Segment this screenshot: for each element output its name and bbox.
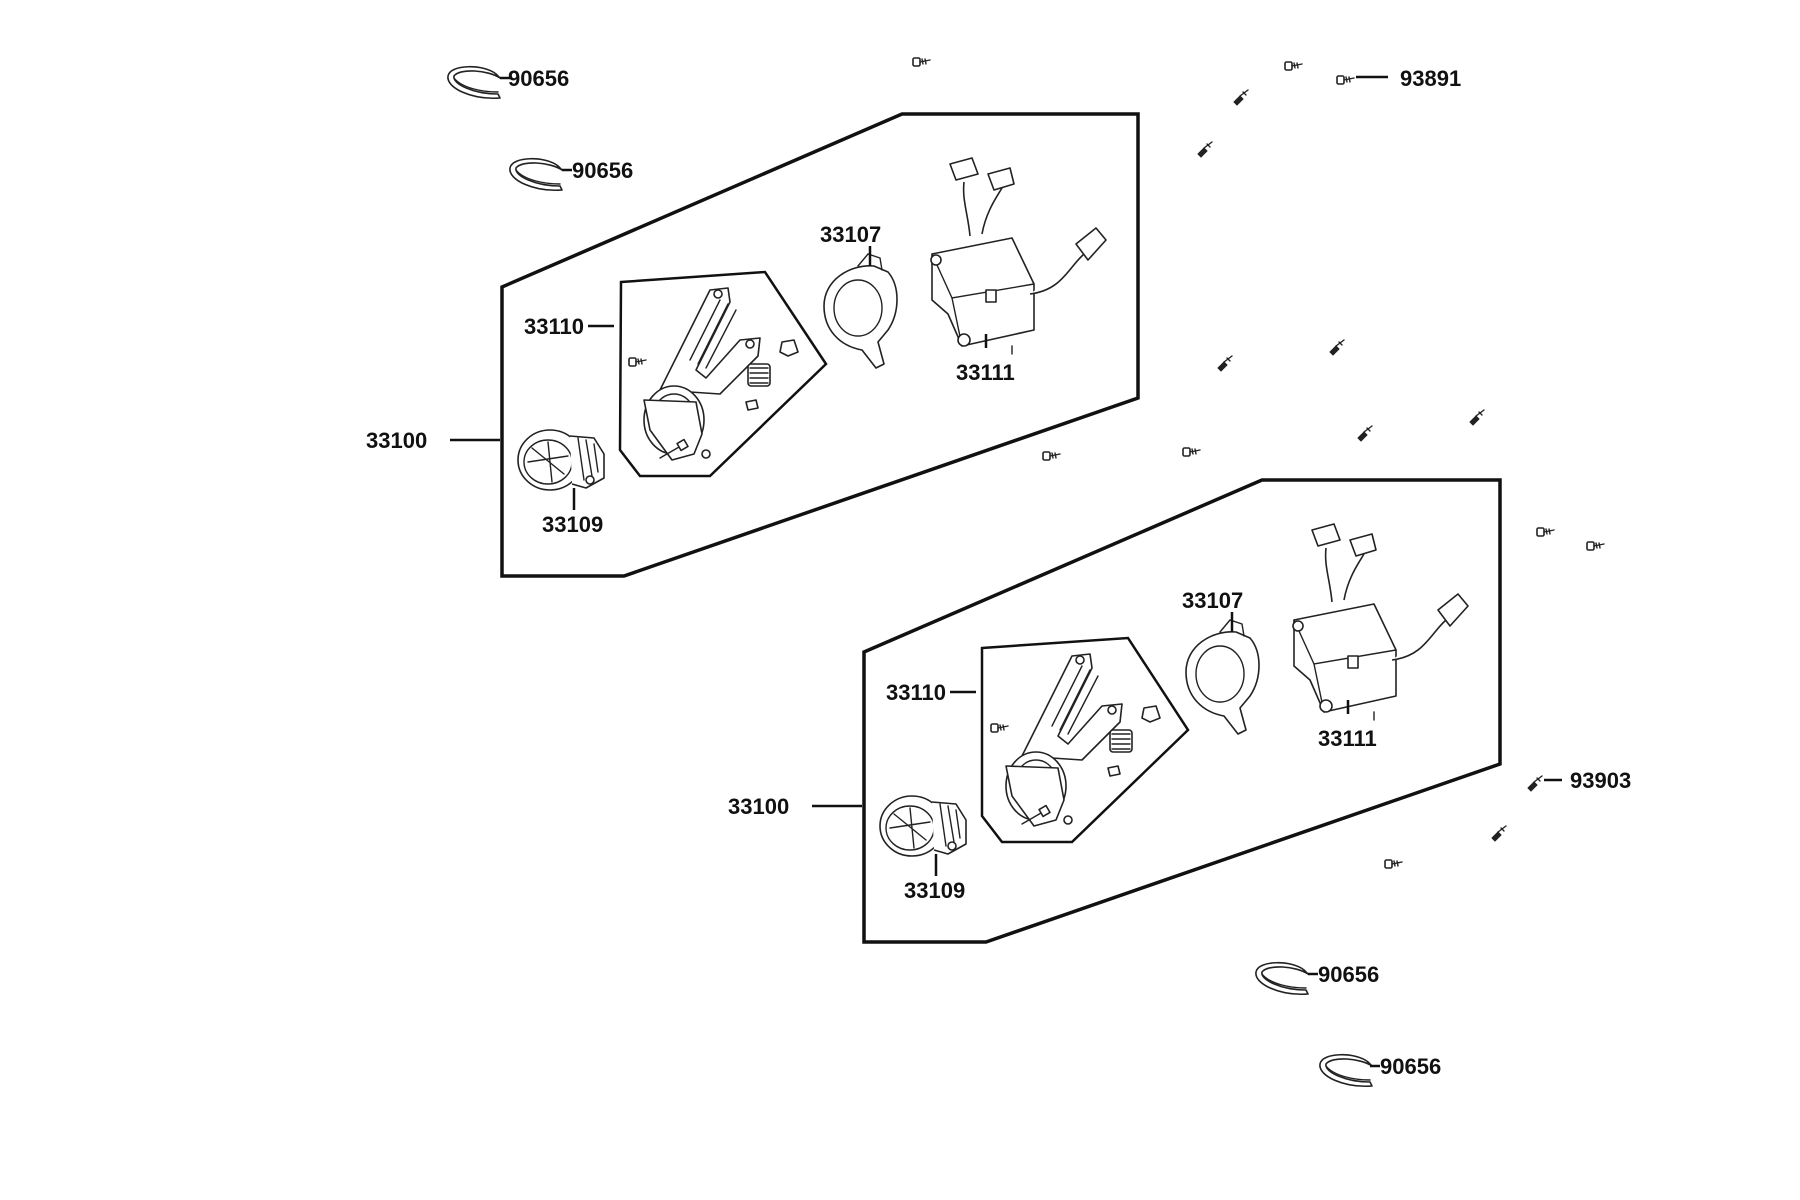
- label-clip-top-1: 90656: [508, 66, 569, 91]
- screw: [1042, 451, 1061, 461]
- label-ballast-bottom: 33111: [1318, 726, 1377, 751]
- clip-bottom-2: [1319, 1053, 1373, 1088]
- screw: [1536, 527, 1555, 537]
- bottom-ballast: [1292, 523, 1469, 721]
- top-mounting-bracket: [643, 287, 761, 461]
- screws: 93891 93903: [912, 57, 1631, 869]
- clip-top-1: [447, 65, 501, 100]
- label-screw-bottom: 93903: [1570, 768, 1631, 793]
- clip-bottom-1: [1255, 961, 1309, 996]
- label-assembly-top: 33100: [366, 428, 427, 453]
- screw: [1284, 61, 1303, 71]
- bottom-assembly-outline: [862, 478, 1502, 944]
- label-bracket-bottom: 33110: [886, 680, 946, 705]
- tapping-screw: [1329, 339, 1345, 356]
- tapping-screw: [1469, 409, 1485, 426]
- label-gasket-top: 33107: [820, 222, 881, 247]
- top-assembly-outline: [500, 112, 1140, 578]
- label-screw-top: 93891: [1400, 66, 1461, 91]
- bottom-assembly: 33100 33110 33107 33111 33109: [728, 478, 1502, 944]
- bottom-gasket: [1185, 619, 1260, 735]
- top-bracket-screw: [628, 357, 647, 367]
- tapping-screw: [1357, 425, 1373, 442]
- label-assembly-bottom: 33100: [728, 794, 789, 819]
- top-ballast: [930, 157, 1107, 355]
- tapping-screw: [1491, 825, 1507, 842]
- bottom-bracket-subgroup-outline: [980, 636, 1190, 844]
- label-clip-bottom-2: 90656: [1380, 1054, 1441, 1079]
- top-assembly: 33100 33110 33107 33111 33109: [366, 112, 1140, 578]
- bottom-fog-lamp: [879, 795, 967, 857]
- screw-93891: [1336, 75, 1355, 85]
- bottom-mounting-bracket: [1005, 653, 1123, 827]
- label-ballast-top: 33111: [956, 360, 1015, 385]
- label-clip-top-2: 90656: [572, 158, 633, 183]
- label-gasket-bottom: 33107: [1182, 588, 1243, 613]
- label-lamp-top: 33109: [542, 512, 603, 537]
- screw: [1384, 859, 1403, 869]
- top-gasket: [823, 253, 898, 369]
- tapping-screw: [1233, 89, 1249, 106]
- tapping-screw: [1217, 355, 1233, 372]
- top-fog-lamp: [517, 429, 605, 491]
- label-bracket-top: 33110: [524, 314, 584, 339]
- tapping-screw-93903: [1527, 775, 1543, 792]
- tapping-screw: [1197, 141, 1213, 158]
- label-clip-bottom-1: 90656: [1318, 962, 1379, 987]
- top-bracket-subgroup-outline: [618, 270, 828, 478]
- clip-top-2: [509, 157, 563, 192]
- bottom-bracket-screw: [990, 723, 1009, 733]
- screw: [1586, 541, 1605, 551]
- label-lamp-bottom: 33109: [904, 878, 965, 903]
- screw: [912, 57, 931, 67]
- screw: [1182, 447, 1201, 457]
- clips: 90656 90656 90656 90656: [447, 65, 1441, 1088]
